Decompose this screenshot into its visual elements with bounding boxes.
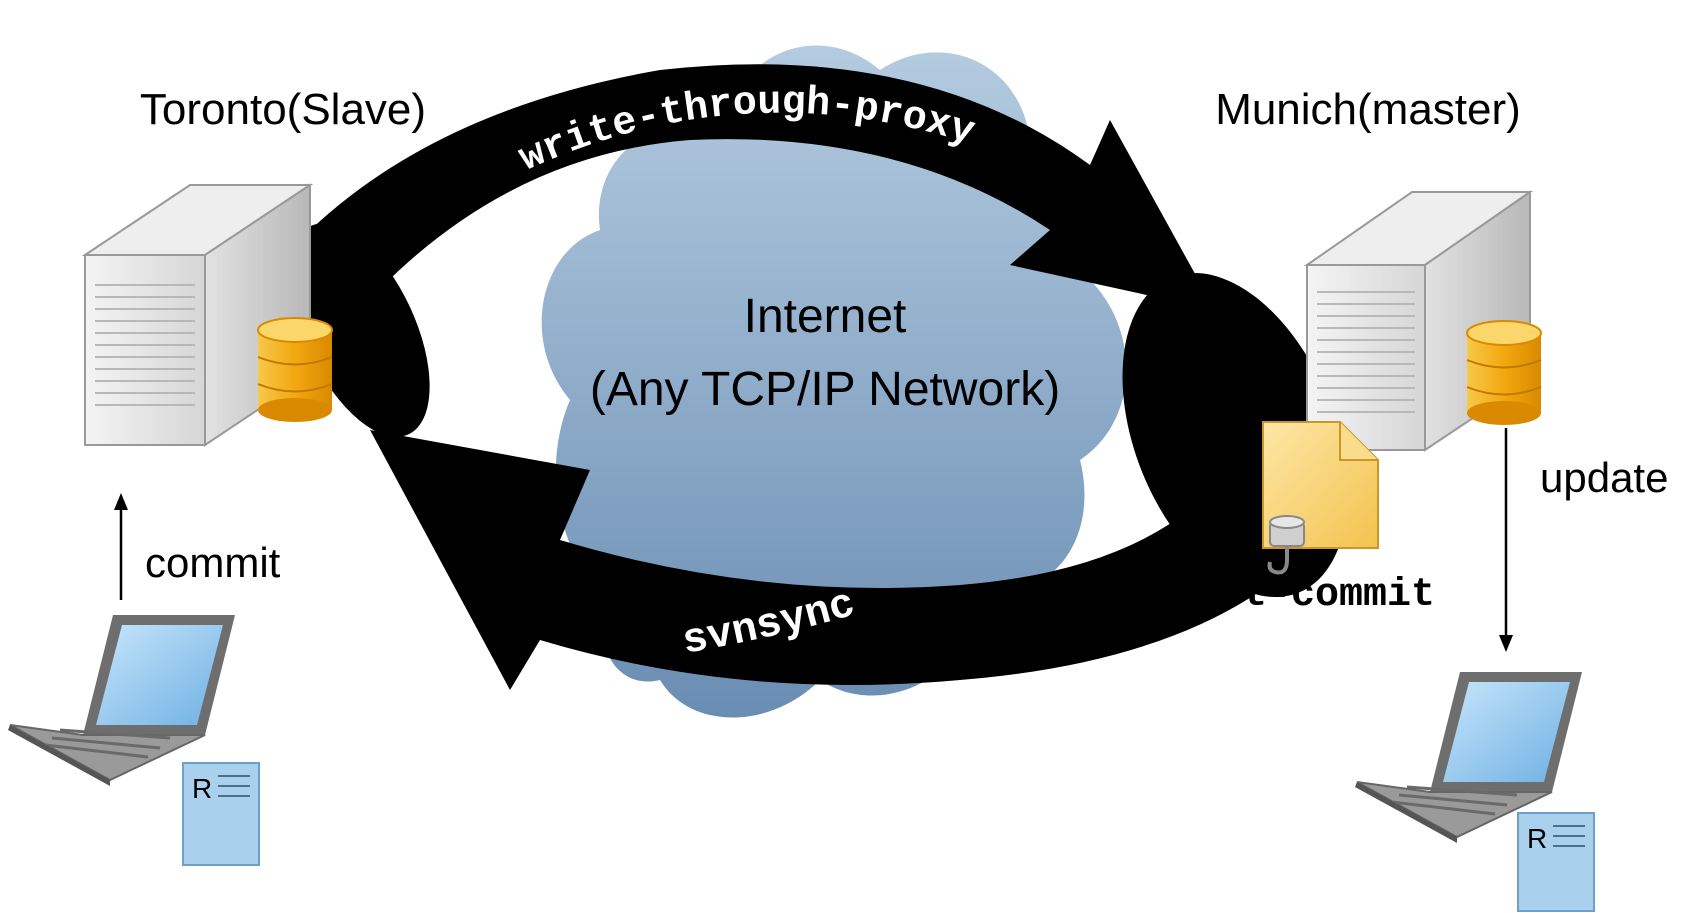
internet-cloud bbox=[541, 45, 1127, 718]
toronto-database-icon bbox=[257, 317, 333, 422]
toronto-label: Toronto(Slave) bbox=[140, 85, 426, 134]
toronto-client-laptop-icon bbox=[8, 615, 235, 786]
internet-subtitle: (Any TCP/IP Network) bbox=[590, 363, 1060, 416]
toronto-loop-ellipse bbox=[290, 223, 430, 437]
commit-arrow bbox=[114, 493, 128, 600]
munich-document-icon: R bbox=[1517, 812, 1595, 912]
post-commit-hook-icon bbox=[1262, 421, 1379, 575]
doc-letter: R bbox=[1527, 823, 1547, 854]
internet-title: Internet bbox=[744, 290, 907, 343]
munich-label: Munich(master) bbox=[1215, 85, 1521, 134]
munich-client-laptop-icon bbox=[1355, 672, 1582, 843]
toronto-server-icon bbox=[81, 183, 314, 447]
munich-database-icon bbox=[1466, 320, 1542, 425]
doc-letter: R bbox=[192, 773, 212, 804]
update-label: update bbox=[1540, 454, 1668, 501]
post-commit-label: post-commit bbox=[1171, 573, 1435, 618]
toronto-document-icon: R bbox=[182, 762, 260, 866]
update-arrow bbox=[1499, 428, 1513, 652]
commit-label: commit bbox=[145, 539, 281, 586]
write-through-proxy-arrow bbox=[300, 64, 1215, 311]
svnsync-arrow bbox=[370, 430, 1320, 690]
